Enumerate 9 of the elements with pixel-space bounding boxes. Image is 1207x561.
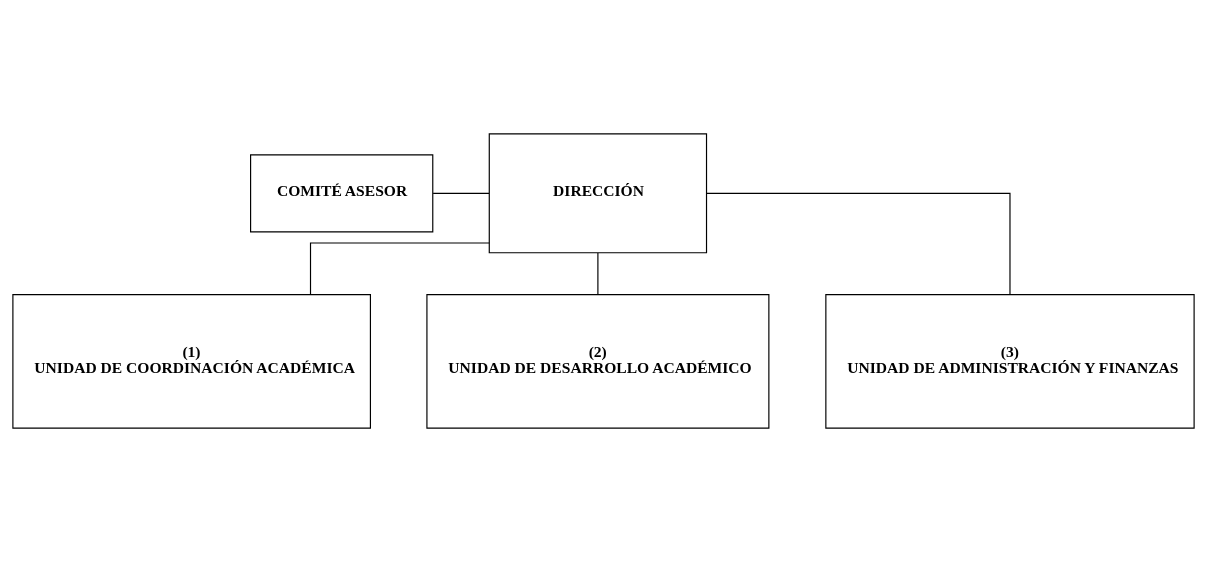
connector	[309, 241, 490, 295]
connector	[706, 192, 1011, 295]
node-box: DIRECCIÓN	[488, 132, 708, 253]
node-box: (3) UNIDAD DE ADMINISTRACIÓN Y FINANZAS	[825, 293, 1195, 429]
connector	[432, 192, 490, 194]
node-box: (2) UNIDAD DE DESARROLLO ACADÉMICO	[426, 293, 770, 429]
node-box: COMITÉ ASESOR	[250, 153, 434, 232]
node-box: (1) UNIDAD DE COORDINACIÓN ACADÉMICA	[12, 293, 371, 429]
connector	[597, 251, 599, 295]
